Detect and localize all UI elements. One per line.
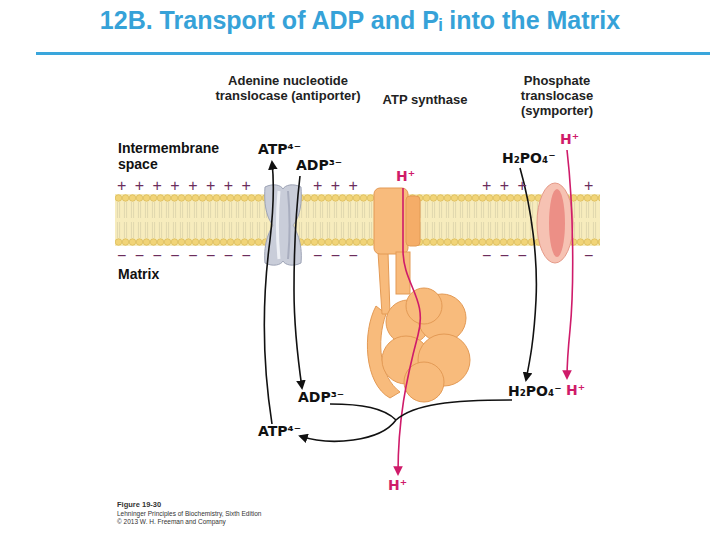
proton-label: H⁺ — [396, 168, 415, 184]
adp-import-arrow — [294, 176, 302, 388]
credit-line: © 2013 W. H. Freeman and Company — [117, 518, 226, 526]
phosphate-import-arrow — [520, 168, 536, 380]
protein-name: Adenine nucleotide translocase (antiport… — [213, 73, 363, 103]
charge-row: − − − — [313, 248, 360, 264]
molecule-label: ATP⁴⁻ — [258, 141, 301, 157]
credit-line: Lehninger Principles of Biochemistry, Si… — [117, 510, 261, 518]
atp-synthase-shape — [367, 188, 470, 402]
charge-row: − − − − − − − − — [117, 248, 253, 264]
proton-symport-arrow — [567, 150, 573, 378]
molecule-label: ADP³⁻ — [296, 157, 342, 173]
region-label: Matrix — [118, 266, 159, 282]
antiporter-shape — [265, 185, 302, 265]
symporter-protein: Phosphate translocase (symporter) — [497, 73, 617, 268]
proton-label: H⁺ — [388, 477, 407, 493]
charge-row: + + + + + + + + — [117, 178, 253, 194]
protein-name: ATP synthase — [360, 92, 490, 107]
adp-merge-line — [330, 404, 396, 420]
figure-number: Figure 19-30 — [117, 500, 161, 509]
molecule-label: H₂PO₄⁻ — [502, 150, 556, 166]
atp-export-arrow — [264, 162, 273, 424]
shape-outline — [360, 92, 490, 402]
molecule-label: ATP⁴⁻ — [258, 423, 301, 439]
charge-row: + — [584, 178, 595, 194]
charge-row: + + + — [482, 178, 529, 194]
symporter-shape — [537, 183, 573, 263]
protein-name: Phosphate translocase (symporter) — [497, 73, 617, 118]
molecule-label: H₂PO₄⁻ — [508, 383, 562, 399]
proton-label: H⁺ — [560, 131, 579, 147]
charge-row: − — [584, 248, 595, 264]
region-label: Intermembrane space — [118, 140, 238, 172]
atp-synthase-protein: ATP synthase — [360, 92, 490, 402]
title-rule — [36, 52, 710, 55]
atp-synthesis-arrow — [300, 420, 396, 441]
proton-flow-arrow — [398, 188, 420, 474]
proton-label: H⁺ — [566, 382, 585, 398]
charge-row: − − − — [482, 248, 529, 264]
inner-membrane — [115, 194, 600, 246]
phosphate-merge-line — [396, 400, 512, 420]
slide-title: 12B. Transport of ADP and Pᵢ into the Ma… — [0, 6, 720, 35]
charge-row: + + + — [313, 178, 360, 194]
molecule-label: ADP³⁻ — [298, 389, 344, 405]
